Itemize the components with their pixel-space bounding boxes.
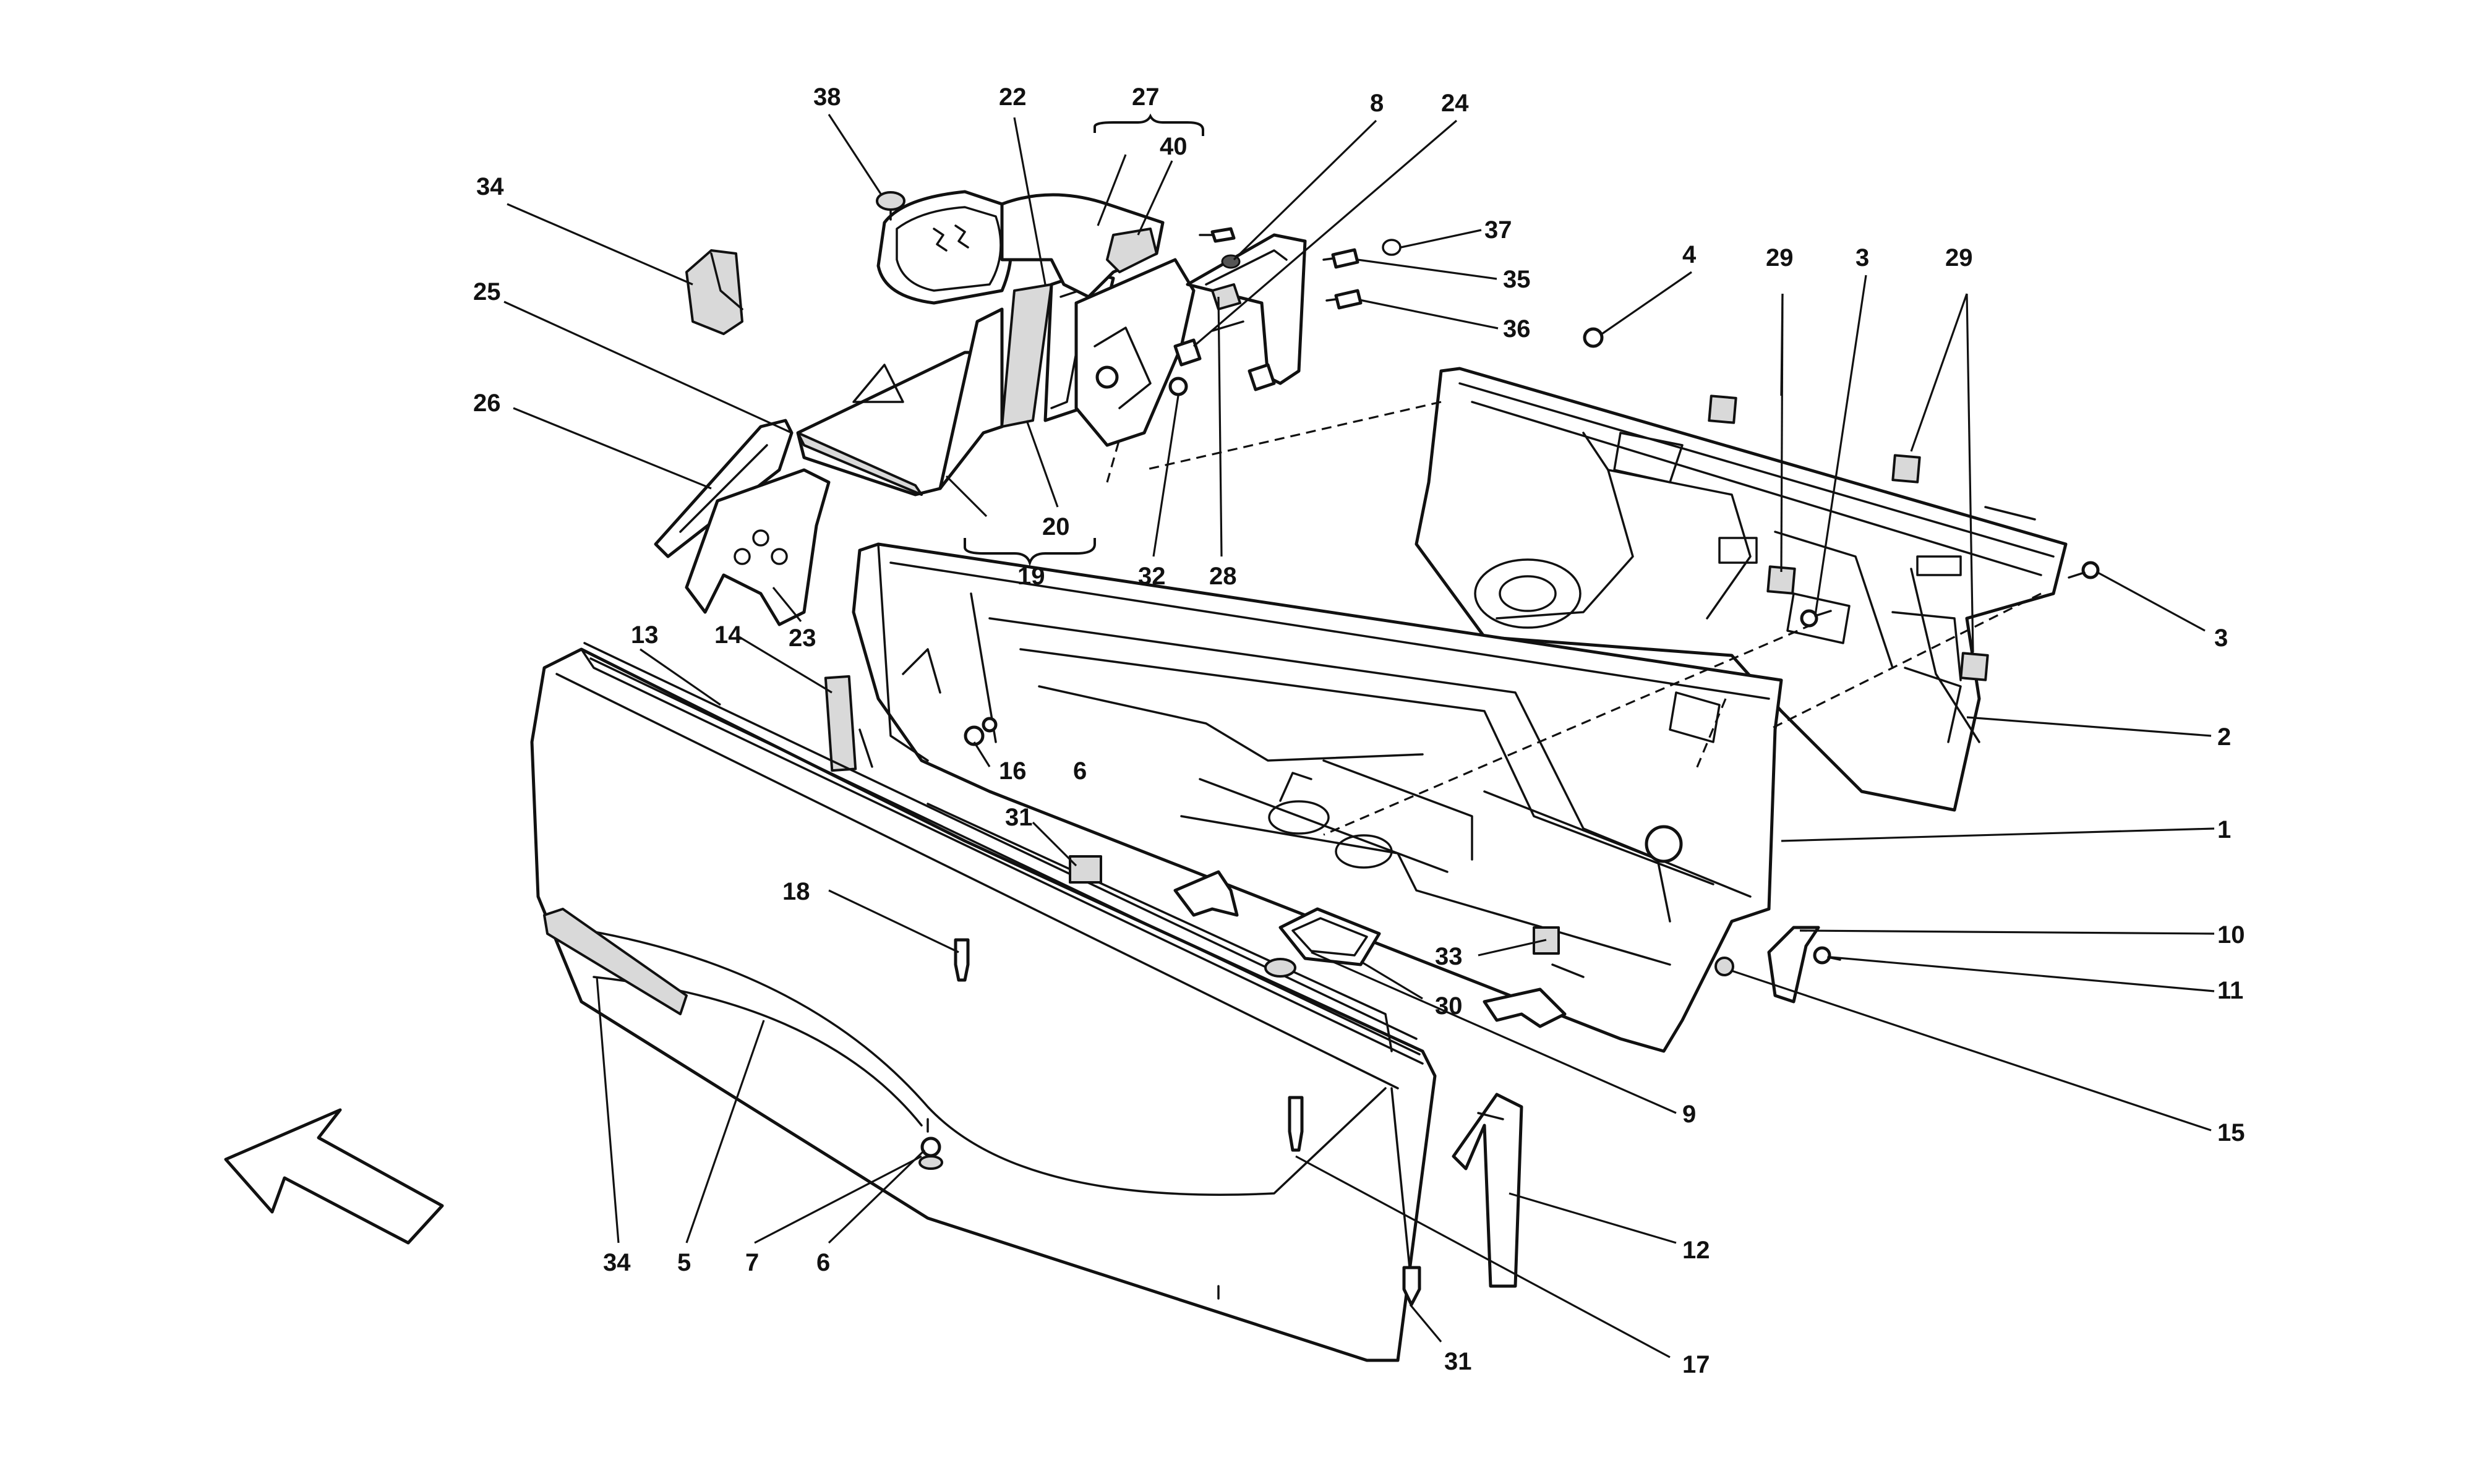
callout-37: 36 <box>1503 315 1531 343</box>
callout-7: 7 <box>745 1249 759 1276</box>
callout-34: 34 <box>603 1249 631 1276</box>
callout-19: 19 <box>1017 563 1045 590</box>
mirror-bracket-part <box>1186 233 1307 391</box>
callout-3-right: 3 <box>2214 625 2228 652</box>
callout-3-top: 3 <box>1856 244 1869 271</box>
callout-18: 18 <box>782 878 810 905</box>
callout-labels: 38 22 27 40 8 24 34 37 4 29 3 29 35 25 3… <box>473 83 2245 1378</box>
outer-door-skin-part <box>530 647 1437 1362</box>
callout-40: 40 <box>1160 133 1188 160</box>
leader-lines <box>503 114 2215 1358</box>
callout-15: 15 <box>2217 1119 2245 1146</box>
frame-screw-part <box>1583 327 2100 628</box>
callout-36: 35 <box>1503 266 1531 293</box>
callout-16: 16 <box>999 757 1027 785</box>
quarter-glass-part <box>796 270 1115 497</box>
callout-32: 31 <box>1005 804 1033 831</box>
callout-35: 34 <box>476 173 504 200</box>
callout-20-a: 20 <box>1042 513 1070 540</box>
callout-6-lower: 6 <box>816 1249 830 1276</box>
callout-23: 23 <box>789 625 816 652</box>
callout-29-right: 29 <box>1945 244 1973 271</box>
mirror-base-part <box>1074 258 1244 447</box>
hinge-bracket-part <box>1173 870 1585 1028</box>
foam-block-part <box>1069 855 1560 955</box>
door-frame-part <box>1415 367 2068 812</box>
striker-bracket-part <box>1767 926 1841 1004</box>
callout-12: 12 <box>1682 1237 1710 1264</box>
callout-10: 10 <box>2217 921 2245 949</box>
window-channel-part <box>1452 1093 1523 1288</box>
callout-30: 30 <box>1435 992 1463 1020</box>
callout-2: 2 <box>2217 723 2231 751</box>
callout-33: 33 <box>1435 943 1463 970</box>
callout-6-mid: 6 <box>1073 757 1087 785</box>
mirror-assembly-part <box>876 190 1236 305</box>
callout-24: 24 <box>1441 90 1469 117</box>
grouping-braces <box>964 113 1204 567</box>
lower-seal-part <box>543 908 688 1015</box>
callout-25: 26 <box>473 390 501 417</box>
callout-11: 11 <box>2217 977 2243 1004</box>
callout-14: 14 <box>714 621 742 649</box>
door-bumper-part <box>1714 957 1734 976</box>
callout-9: 9 <box>1682 1101 1696 1128</box>
callout-1: 1 <box>2217 816 2231 843</box>
callout-5: 5 <box>677 1249 691 1276</box>
assembly-guide-lines <box>1106 395 2042 836</box>
speaker-gasket-part <box>1278 907 1381 966</box>
callout-38: 37 <box>1484 216 1512 244</box>
arrow-icon <box>224 1108 444 1245</box>
callout-28: 32 <box>1138 563 1166 590</box>
mirror-cap-part <box>685 249 743 335</box>
callout-13: 13 <box>631 621 659 649</box>
callout-26: 28 <box>1209 563 1237 590</box>
callout-17: 17 <box>1682 1351 1710 1378</box>
callout-29-left: 29 <box>1766 244 1794 271</box>
grommet-part <box>1264 958 1296 978</box>
callout-4: 4 <box>1682 241 1697 268</box>
seal-plate-part <box>685 468 831 626</box>
callout-39: 38 <box>813 83 841 111</box>
callout-8: 8 <box>1370 90 1384 117</box>
callout-22: 22 <box>999 83 1027 111</box>
door-screw-part <box>918 938 1421 1307</box>
rubber-pad-part <box>1708 394 1989 681</box>
callout-31: 31 <box>1444 1348 1472 1375</box>
callout-21: 25 <box>473 278 501 305</box>
callout-27: 27 <box>1132 83 1160 111</box>
